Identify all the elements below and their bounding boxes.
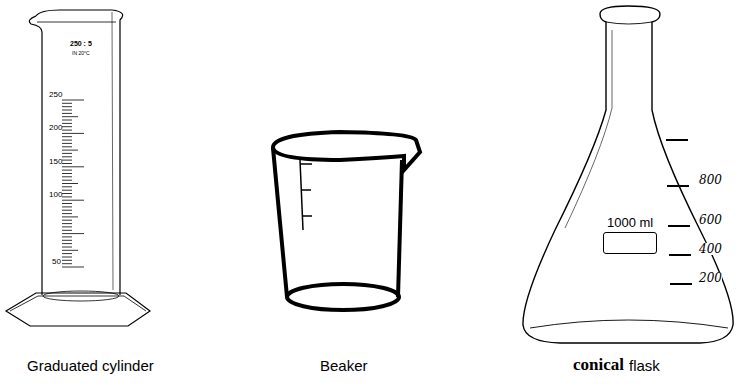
graduation-tick	[62, 257, 72, 258]
capacity-text: 1000 ml	[607, 216, 653, 229]
volume-marking: 250 : 5	[70, 40, 92, 47]
graduation-tick	[62, 130, 72, 131]
scale-number: 800	[699, 174, 722, 186]
graduation-tick	[62, 233, 84, 234]
graduation-tick	[62, 113, 72, 114]
graduation-tick	[62, 176, 72, 177]
graduation-tick	[62, 203, 72, 204]
conical-flask	[523, 6, 733, 343]
graduation-tick	[62, 100, 84, 101]
graduation-tick	[62, 250, 78, 251]
caption-word: conical	[573, 356, 624, 373]
graduation-tick	[62, 186, 72, 187]
graduation-tick	[62, 240, 72, 241]
graduation-tick	[62, 190, 72, 191]
scale-number: 250	[49, 91, 62, 99]
label-box: 1000 ml	[603, 232, 657, 254]
graduation-tick	[62, 243, 72, 244]
scale-number: 150	[49, 158, 62, 166]
graduation-tick	[62, 253, 72, 254]
graduation-tick	[62, 220, 72, 221]
scale-number: 600	[699, 214, 722, 226]
caption-word: flask	[629, 358, 660, 373]
graduation-tick	[62, 133, 84, 134]
graduation-tick	[62, 183, 78, 184]
graduation-tick	[62, 180, 72, 181]
graduated-cylinder	[6, 10, 150, 326]
graduation-tick	[62, 123, 72, 124]
graduation-tick	[62, 200, 84, 201]
graduation-tick	[62, 116, 78, 117]
graduation-tick	[62, 160, 72, 161]
graduation-tick	[62, 193, 72, 194]
graduation-tick	[62, 153, 72, 154]
graduation-tick	[62, 267, 84, 268]
graduation-tick	[62, 216, 78, 217]
graduation-tick	[62, 136, 72, 137]
graduation-tick	[62, 230, 72, 231]
graduation-tick	[62, 210, 72, 211]
scale-number: 200	[49, 124, 62, 132]
graduation-tick	[62, 206, 72, 207]
graduation-tick	[62, 120, 72, 121]
graduation-tick	[62, 106, 72, 107]
scale-number: 400	[699, 243, 722, 255]
caption: Beaker	[320, 358, 368, 373]
graduation-tick	[62, 150, 78, 151]
caption: Graduated cylinder	[27, 358, 154, 373]
graduation-tick	[62, 110, 72, 111]
graduation-tick	[62, 263, 72, 264]
graduation-tick	[62, 163, 72, 164]
graduation-tick	[62, 196, 72, 197]
scale-number: 200	[699, 272, 722, 284]
graduation-tick	[62, 166, 84, 167]
temperature-marking: IN 20°C	[72, 51, 90, 56]
graduation-tick	[62, 103, 72, 104]
graduation-tick	[62, 170, 72, 171]
graduation-tick	[62, 247, 72, 248]
scale-number: 100	[49, 191, 62, 199]
scale-number: 50	[52, 258, 61, 266]
graduation-tick	[62, 226, 72, 227]
graduation-tick	[62, 126, 72, 127]
graduation-tick	[62, 173, 72, 174]
graduation-tick	[62, 143, 72, 144]
graduation-tick	[62, 260, 72, 261]
graduation-tick	[62, 236, 72, 237]
graduation-tick	[62, 146, 72, 147]
graduation-tick	[62, 140, 72, 141]
graduation-tick	[62, 223, 72, 224]
graduation-tick	[62, 156, 72, 157]
graduation-tick	[62, 213, 72, 214]
beaker	[273, 132, 420, 310]
